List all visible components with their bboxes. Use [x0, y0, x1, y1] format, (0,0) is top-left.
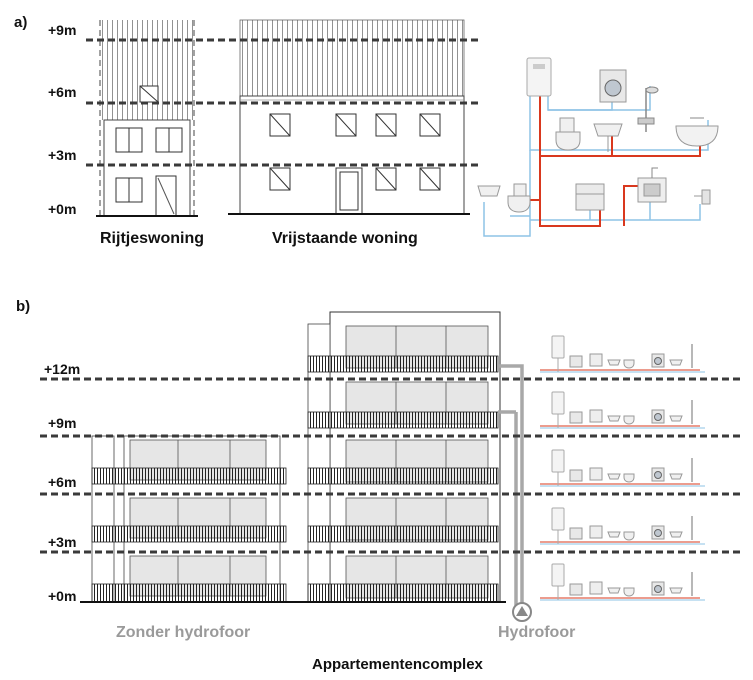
panel-b-label: b) — [16, 298, 31, 315]
toilet-icon — [555, 117, 581, 151]
dishwasher-icon — [569, 411, 583, 424]
apartment-building-left — [80, 435, 302, 603]
boiler-icon — [551, 391, 565, 415]
toilet-icon — [623, 473, 635, 483]
caption-without-booster: Zonder hydrofoor — [116, 624, 251, 641]
level-label-3m-a: +3m — [48, 147, 77, 163]
kitchen-sink-icon — [589, 409, 603, 423]
pump-icon — [512, 602, 532, 622]
level-label-3m-b: +3m — [48, 534, 77, 550]
washing-machine-icon — [599, 69, 627, 103]
appliance-row — [540, 449, 705, 487]
level-label-12m-b: +12m — [44, 361, 81, 377]
kitchen-sink-icon — [589, 581, 603, 595]
panel-a-label: a) — [14, 14, 28, 31]
caption-apartment-complex: Appartementencomplex — [312, 656, 483, 673]
dishwasher-icon — [569, 583, 583, 596]
level-label-0m-b: +0m — [48, 588, 77, 604]
sink-icon — [669, 531, 683, 538]
boiler-icon — [551, 507, 565, 531]
boiler-icon — [526, 57, 552, 97]
apartment-building-right — [292, 311, 506, 603]
level-label-6m-a: +6m — [48, 84, 77, 100]
boiler-icon — [551, 335, 565, 359]
dishwasher-icon — [569, 355, 583, 368]
dishwasher-icon — [575, 183, 605, 211]
dishwasher-icon — [569, 527, 583, 540]
boiler-icon — [551, 449, 565, 473]
boiler-icon — [551, 563, 565, 587]
level-label-6m-b: +6m — [48, 474, 77, 490]
sink-icon — [669, 359, 683, 366]
level-label-0m-a: +0m — [48, 201, 77, 217]
appliance-row — [540, 507, 705, 545]
hydrofoor-pipe — [498, 364, 524, 606]
toilet-icon — [623, 415, 635, 425]
plumbing-appliances-b — [540, 335, 705, 601]
detached-house — [228, 19, 470, 215]
sink-icon — [607, 415, 621, 422]
toilet-icon — [623, 359, 635, 369]
sink-icon — [607, 359, 621, 366]
sink-icon — [669, 473, 683, 480]
tap-icon — [694, 189, 711, 205]
kitchen-sink-icon — [589, 525, 603, 539]
row-house — [96, 20, 198, 217]
appliance-row — [540, 335, 705, 373]
kitchen-sink-icon — [637, 167, 667, 203]
caption-detached-house: Vrijstaande woning — [272, 230, 418, 247]
toilet-icon — [623, 531, 635, 541]
sink-icon — [477, 185, 501, 197]
bathtub-icon — [675, 117, 719, 147]
toilet-icon — [623, 587, 635, 597]
level-label-9m-a: +9m — [48, 22, 77, 38]
dishwasher-icon — [569, 469, 583, 482]
plumbing-appliances-a — [477, 57, 719, 237]
kitchen-sink-icon — [589, 467, 603, 481]
caption-booster-pump: Hydrofoor — [498, 624, 576, 641]
level-lines-b — [40, 377, 740, 554]
sink-icon — [607, 531, 621, 538]
caption-row-house: Rijtjeswoning — [100, 230, 204, 247]
level-label-9m-b: +9m — [48, 415, 77, 431]
toilet-icon — [507, 183, 531, 213]
kitchen-sink-icon — [589, 353, 603, 367]
sink-icon — [607, 473, 621, 480]
sink-icon — [607, 587, 621, 594]
appliance-row — [540, 563, 705, 601]
sink-icon — [669, 415, 683, 422]
shower-icon — [637, 86, 659, 132]
sink-icon — [669, 587, 683, 594]
appliance-row — [540, 391, 705, 429]
sink-icon — [593, 123, 623, 152]
